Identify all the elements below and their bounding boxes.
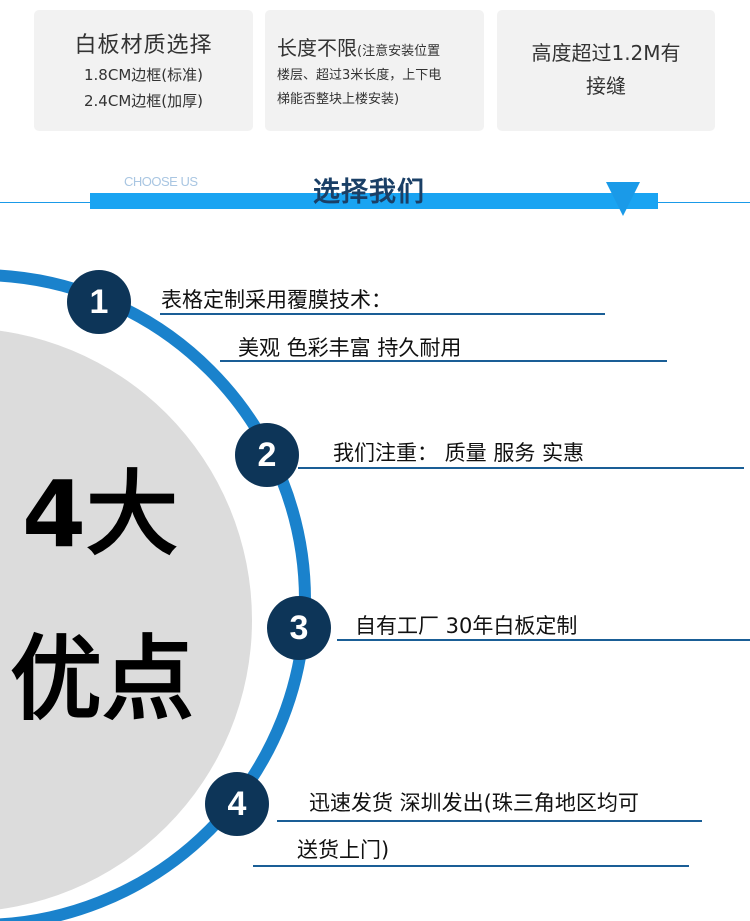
card-title: 白板材质选择 bbox=[74, 33, 213, 58]
underline bbox=[160, 313, 605, 315]
card-line: 接缝 bbox=[586, 74, 626, 98]
gray-disc bbox=[0, 330, 252, 910]
advantage-3-line1: 自有工厂 30年白板定制 bbox=[355, 614, 578, 638]
badge-number-2: 2 bbox=[235, 423, 299, 487]
card-line: 楼层、超过3米长度，上下电 bbox=[277, 68, 442, 83]
section-title: 选择我们 bbox=[313, 177, 425, 208]
underline bbox=[253, 865, 689, 867]
card-height: 高度超过1.2M有 接缝 bbox=[497, 10, 715, 131]
card-title-note: (注意安装位置 bbox=[357, 44, 441, 59]
section-subtitle: CHOOSE US bbox=[124, 174, 198, 189]
section-banner-bar bbox=[90, 193, 658, 209]
headline-line2: 优点 bbox=[10, 626, 195, 733]
badge-number-4: 4 bbox=[205, 772, 269, 836]
card-line: 1.8CM边框(标准) bbox=[84, 66, 203, 84]
advantage-4-line1: 迅速发货 深圳发出(珠三角地区均可 bbox=[309, 791, 639, 815]
underline bbox=[277, 820, 702, 822]
badge-number-1: 1 bbox=[67, 270, 131, 334]
advantage-1-line1: 表格定制采用覆膜技术： bbox=[161, 288, 392, 312]
card-line: 高度超过1.2M有 bbox=[531, 41, 681, 65]
card-material: 白板材质选择 1.8CM边框(标准) 2.4CM边框(加厚) bbox=[34, 10, 253, 131]
advantage-2-line1: 我们注重： 质量 服务 实惠 bbox=[333, 441, 585, 465]
underline bbox=[337, 639, 750, 641]
triangle-down-icon bbox=[606, 182, 640, 216]
headline-line1: 4大 bbox=[22, 461, 179, 568]
card-length: 长度不限(注意安装位置 楼层、超过3米长度，上下电 梯能否整块上楼安装) bbox=[265, 10, 484, 131]
advantage-4-line2: 送货上门) bbox=[297, 838, 390, 862]
card-title: 长度不限(注意安装位置 bbox=[277, 36, 441, 60]
underline bbox=[298, 467, 744, 469]
advantage-1-line2: 美观 色彩丰富 持久耐用 bbox=[238, 336, 462, 360]
card-line: 2.4CM边框(加厚) bbox=[84, 92, 203, 110]
card-line: 梯能否整块上楼安装) bbox=[277, 92, 400, 107]
underline bbox=[220, 360, 667, 362]
badge-number-3: 3 bbox=[267, 596, 331, 660]
